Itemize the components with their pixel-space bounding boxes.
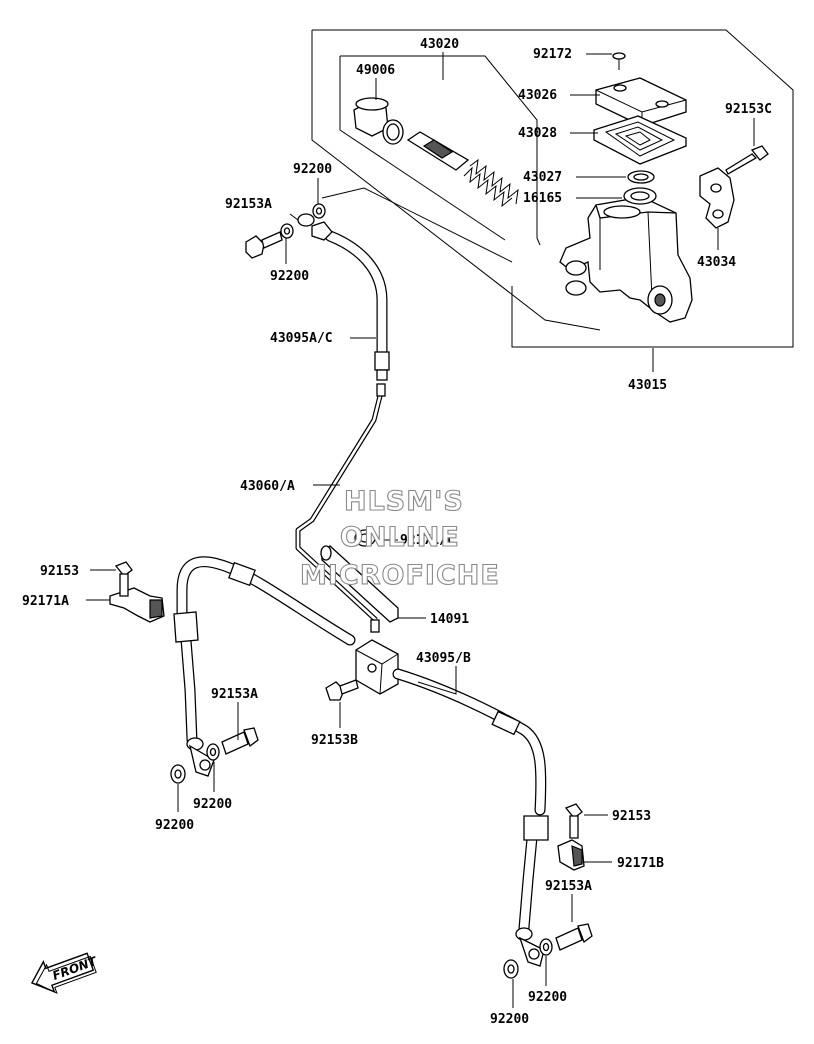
piston-spring[interactable] [463, 158, 519, 208]
right-bracket-bolt[interactable] [564, 803, 583, 839]
label-92153-left: 92153 [40, 564, 79, 579]
left-banjo-washer-2[interactable] [206, 743, 220, 761]
callout-leader-lines [86, 52, 755, 1008]
label-43095b: 43095/B [416, 651, 471, 666]
pipe-clamp[interactable] [354, 529, 376, 547]
label-14091: 14091 [430, 612, 469, 627]
label-92171c: 92171/C [400, 533, 455, 548]
left-banjo-washer[interactable] [170, 764, 186, 784]
label-92200-mid: 92200 [193, 797, 232, 812]
banjo-washer-upper-2[interactable] [280, 223, 294, 239]
reservoir-diaphragm[interactable] [593, 115, 687, 165]
label-92153a-right: 92153A [545, 879, 592, 894]
label-92153a-mid: 92153A [211, 687, 258, 702]
right-banjo-washer-2[interactable] [539, 938, 553, 956]
watermark-line-1: HLSM'S [344, 486, 464, 517]
metal-brake-pipe[interactable] [295, 383, 386, 633]
joint-mounting-bolt[interactable] [325, 679, 359, 701]
label-92153a-top: 92153A [225, 197, 272, 212]
label-92171a: 92171A [22, 594, 69, 609]
label-92200-low: 92200 [155, 818, 194, 833]
label-16165: 16165 [523, 191, 562, 206]
right-hose-bracket[interactable] [557, 839, 585, 871]
piston[interactable] [406, 131, 470, 171]
callout-labels: 43020 49006 92172 43026 43028 92153C 430… [22, 37, 772, 1027]
upper-brake-hose[interactable] [297, 213, 390, 381]
cap-screw[interactable] [612, 52, 626, 70]
left-bracket-bolt[interactable] [114, 561, 133, 597]
label-43027: 43027 [523, 170, 562, 185]
label-92200-top2: 92200 [270, 269, 309, 284]
diaphragm-plate[interactable] [627, 170, 655, 184]
label-43020: 43020 [420, 37, 459, 52]
label-92172: 92172 [533, 47, 572, 62]
label-43028: 43028 [518, 126, 557, 141]
right-front-hose[interactable] [392, 668, 549, 967]
left-front-hose[interactable] [173, 556, 356, 777]
master-cylinder-assembly-frame [311, 29, 794, 348]
banjo-washer-upper[interactable] [312, 203, 326, 219]
piston-circlip[interactable] [382, 119, 404, 145]
watermark: HLSM'S ONLINE MICROFICHE [299, 485, 500, 591]
label-43060a: 43060/A [240, 479, 295, 494]
watermark-line-3: MICROFICHE [300, 560, 500, 591]
front-direction-arrow: FRONT [30, 952, 99, 994]
reservoir-oring[interactable] [623, 187, 657, 205]
label-43015: 43015 [628, 378, 667, 393]
label-92200-bottom: 92200 [490, 1012, 529, 1027]
label-49006: 49006 [356, 63, 395, 78]
label-92153c: 92153C [725, 102, 772, 117]
label-92171b: 92171B [617, 856, 664, 871]
label-43026: 43026 [518, 88, 557, 103]
label-92200-right: 92200 [528, 990, 567, 1005]
left-banjo-bolt[interactable] [221, 727, 259, 755]
piston-boot[interactable] [353, 97, 389, 137]
clamp-bolt[interactable] [725, 145, 769, 175]
left-hose-bracket[interactable] [109, 587, 165, 623]
right-banjo-washer[interactable] [503, 959, 519, 979]
watermark-line-2: ONLINE [340, 522, 460, 553]
banjo-bolt-upper[interactable] [245, 231, 283, 259]
label-43034: 43034 [697, 255, 736, 270]
label-92153-right: 92153 [612, 809, 651, 824]
label-92200-top: 92200 [293, 162, 332, 177]
right-banjo-bolt[interactable] [555, 923, 593, 951]
brake-joint-block[interactable] [355, 639, 399, 695]
handlebar-clamp[interactable] [699, 167, 735, 229]
master-cylinder-body[interactable] [559, 196, 693, 323]
label-43095ac: 43095A/C [270, 331, 333, 346]
label-92153b: 92153B [311, 733, 358, 748]
